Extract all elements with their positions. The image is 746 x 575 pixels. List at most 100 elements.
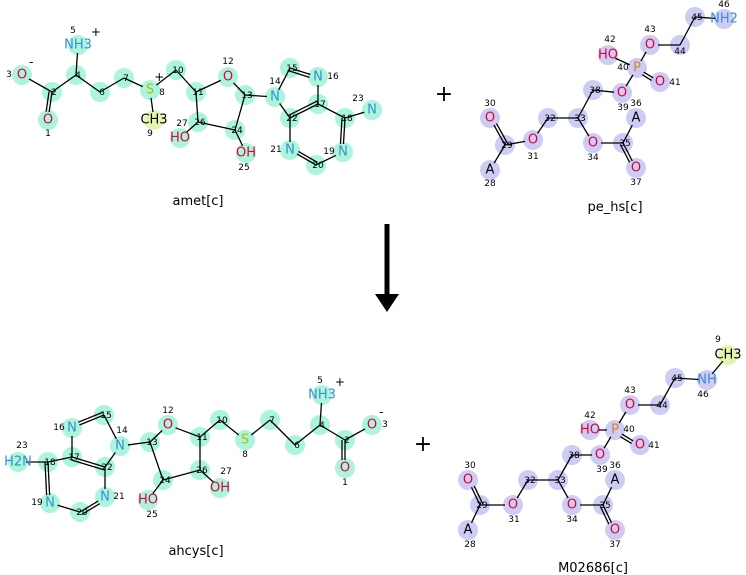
bond — [219, 419, 240, 436]
bond — [342, 117, 346, 145]
atom-number: 22 — [286, 114, 297, 124]
atom-number: 35 — [599, 501, 610, 511]
double-bond — [81, 503, 101, 516]
atom-label: O — [17, 68, 27, 83]
atom-label: O — [595, 448, 605, 463]
atom-label: O — [223, 70, 233, 85]
atom-highlight — [158, 415, 178, 435]
atom-label: A — [611, 473, 620, 488]
bond — [319, 402, 323, 426]
bond — [622, 124, 633, 144]
atom-highlight — [480, 160, 500, 180]
reaction-arrow — [375, 224, 399, 312]
atom-number: 42 — [584, 411, 595, 421]
atom-number: 30 — [484, 99, 496, 109]
atom-number: 13 — [146, 438, 157, 448]
atom-label: OH — [210, 481, 230, 496]
atom-number: 27 — [176, 119, 187, 129]
atom-label: CH3 — [714, 348, 741, 363]
atom-number: 33 — [554, 476, 565, 486]
double-bond — [619, 436, 632, 445]
atom-label: O — [631, 161, 641, 176]
double-bond — [44, 462, 48, 496]
atom-number: 18 — [44, 458, 56, 468]
bond — [175, 427, 201, 438]
atom-highlight — [235, 430, 255, 450]
atom-highlight — [590, 445, 610, 465]
bond — [493, 124, 506, 146]
atom-number: 23 — [16, 441, 27, 451]
bond — [162, 469, 201, 481]
atom-highlight — [458, 520, 478, 540]
bond — [103, 414, 117, 440]
atom-label: CH3 — [140, 113, 167, 128]
atom-highlight — [144, 110, 164, 130]
bond — [48, 91, 53, 113]
atom-number: 38 — [568, 451, 580, 461]
atom-highlight — [718, 345, 738, 365]
atom-charge: + — [335, 375, 345, 389]
atom-highlight — [598, 45, 618, 65]
atom-label: HO — [598, 48, 618, 63]
bond — [470, 504, 481, 524]
atom-number: 20 — [76, 508, 88, 518]
atom-highlight — [236, 143, 256, 163]
bond — [233, 82, 246, 96]
atom-label: HO — [170, 131, 190, 146]
atom-highlight — [480, 108, 500, 128]
atom-label: O — [340, 461, 350, 476]
bond — [79, 500, 99, 513]
atom-label: O — [635, 438, 645, 453]
atom-number: 25 — [146, 510, 157, 520]
atom-number: 23 — [352, 94, 363, 104]
bond — [615, 57, 630, 66]
atom-highlight — [40, 493, 60, 513]
bond — [152, 479, 164, 494]
bond — [625, 74, 634, 87]
atom-highlight — [605, 520, 625, 540]
atom-highlight — [605, 470, 625, 490]
atom-number: 25 — [238, 163, 249, 173]
double-bond — [78, 411, 104, 423]
bond — [536, 117, 549, 134]
bond — [516, 479, 529, 499]
bond — [269, 419, 296, 446]
atom-highlight — [280, 140, 300, 160]
bond — [104, 452, 116, 468]
double-bond — [70, 459, 105, 471]
atom-label: O — [43, 113, 53, 128]
molecule-name-pe-hs: pe_hs[c] — [587, 200, 642, 215]
bond — [234, 94, 246, 131]
double-bond — [619, 144, 631, 163]
atom-number: 12 — [222, 57, 233, 67]
atom-number: 9 — [715, 335, 721, 345]
atom-number: 24 — [159, 476, 171, 486]
atom-label: HO — [580, 423, 600, 438]
atom-number: 34 — [587, 153, 599, 163]
atom-number: 14 — [116, 426, 128, 436]
atom-number: 7 — [123, 74, 129, 84]
atom-number: 8 — [242, 450, 248, 460]
atom-number: 43 — [644, 25, 655, 35]
plus-sign-top: + — [435, 82, 453, 107]
atom-label: O — [588, 136, 598, 151]
double-bond — [45, 91, 50, 112]
bond — [602, 486, 613, 506]
atom-highlight — [335, 458, 355, 478]
atom-label: N — [367, 103, 377, 118]
atom-label: NH3 — [64, 38, 92, 53]
bond — [289, 103, 319, 119]
atom-label: O — [528, 133, 538, 148]
atom-number: 3 — [6, 70, 12, 80]
atom-number: 14 — [269, 77, 281, 87]
atom-number: 1 — [342, 478, 348, 488]
atom-label: O — [367, 418, 377, 433]
atom-highlight — [95, 487, 115, 507]
atom-label: A — [464, 523, 473, 538]
bond — [643, 71, 654, 79]
atom-number: 8 — [159, 88, 165, 98]
atom-highlight — [562, 495, 582, 515]
atom-charge: - — [379, 405, 383, 419]
atom-label: A — [632, 111, 641, 126]
